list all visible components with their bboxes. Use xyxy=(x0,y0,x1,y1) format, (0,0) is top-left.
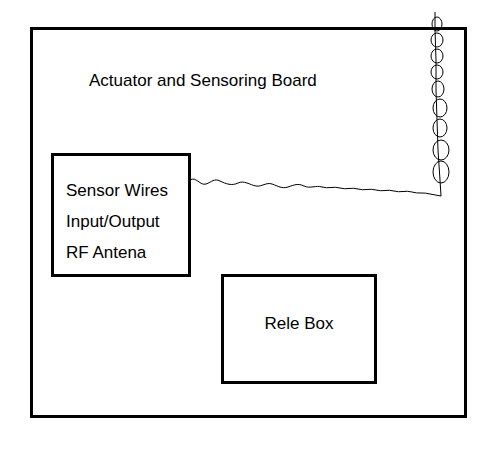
box-label: RF Antena xyxy=(66,237,146,268)
antenna-coil-stem xyxy=(435,12,441,196)
board-outline: Actuator and Sensoring BoardSensor Wires… xyxy=(30,27,467,418)
box-label: Rele Box xyxy=(265,313,334,335)
sensor-wire xyxy=(190,179,441,196)
box-label: Sensor Wires xyxy=(66,175,168,206)
sensor-box: Sensor WiresInput/OutputRF Antena xyxy=(51,153,191,277)
relay-box: Rele Box xyxy=(221,274,377,384)
box-label: Input/Output xyxy=(66,206,160,237)
antenna-coil xyxy=(431,17,449,183)
board-title: Actuator and Sensoring Board xyxy=(89,70,317,92)
